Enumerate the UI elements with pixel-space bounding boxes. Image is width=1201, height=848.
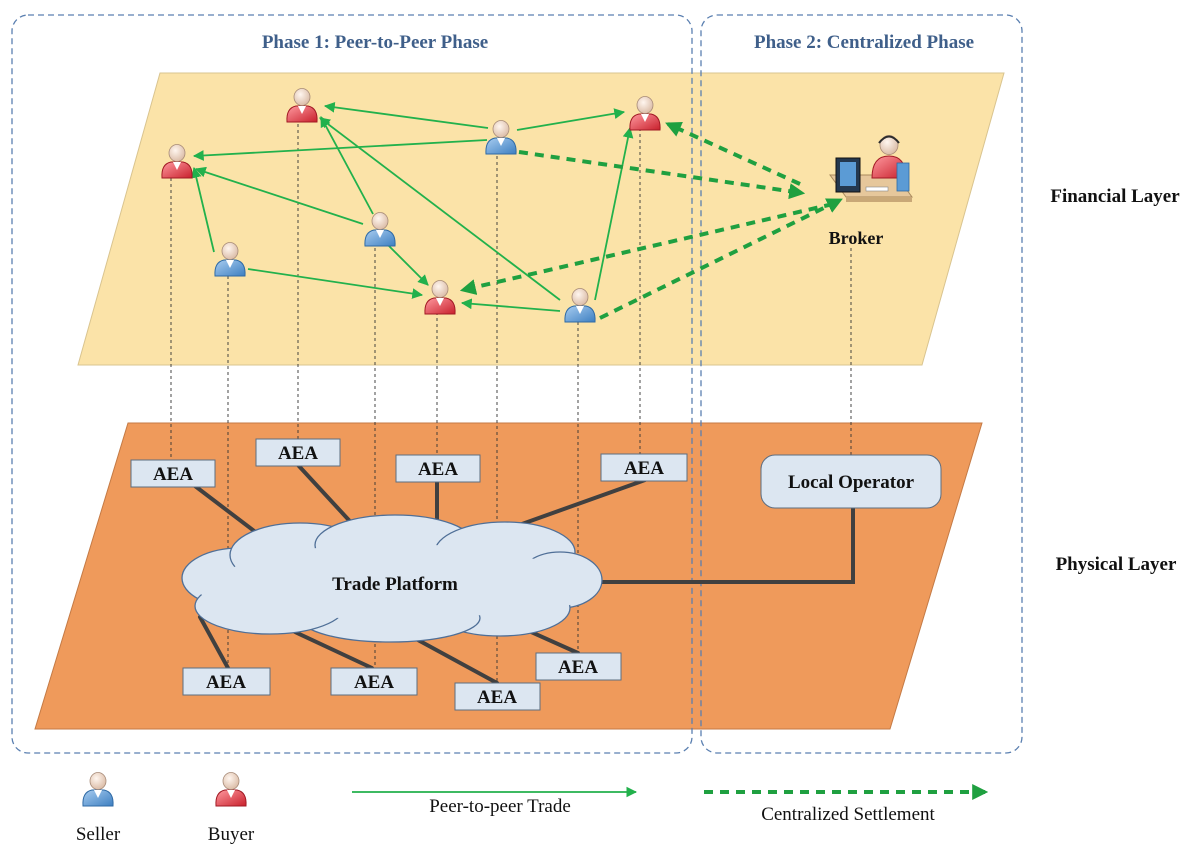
aea-label: AEA: [153, 464, 193, 485]
settlement-arrows: [459, 122, 843, 320]
phase2-boundary: [700, 14, 1023, 754]
link-line: [293, 630, 374, 670]
aea-box: AEA: [130, 459, 216, 488]
link-line: [193, 484, 264, 539]
legend: Seller Buyer Peer-to-peer Trade Centrali…: [76, 772, 989, 845]
trade-platform-cloud: Trade Platform: [181, 514, 603, 643]
aea-label: AEA: [477, 687, 517, 708]
p2p-arrow: [192, 139, 488, 161]
legend-seller-icon: [82, 772, 114, 807]
link-line: [198, 615, 230, 670]
p2p-arrow: [460, 298, 561, 312]
link-line: [416, 638, 499, 685]
broker-icon: [829, 135, 913, 202]
phase2-title: Phase 2: Centralized Phase: [754, 32, 974, 53]
aea-label: AEA: [418, 459, 458, 480]
p2p-arrow: [320, 116, 374, 215]
financial-layer-label: Financial Layer: [1050, 186, 1180, 207]
p2p-arrow: [387, 244, 429, 286]
p2p-arrow: [516, 108, 626, 131]
legend-buyer-label: Buyer: [208, 824, 255, 845]
aea-box: AEA: [600, 453, 688, 482]
legend-settlement-label: Centralized Settlement: [761, 804, 935, 825]
aea-label: AEA: [278, 443, 318, 464]
aea-box: AEA: [330, 667, 418, 696]
p2p-arrow: [594, 126, 634, 301]
legend-buyer-icon: [215, 772, 247, 807]
legend-seller-label: Seller: [76, 824, 121, 845]
physical-links: [193, 463, 855, 685]
p2p-arrow: [190, 166, 215, 253]
link-line: [596, 506, 855, 584]
physical-layer-label: Physical Layer: [1056, 554, 1177, 575]
trade-platform-label: Trade Platform: [332, 574, 458, 595]
aea-box: AEA: [395, 454, 481, 483]
settlement-arrow: [599, 198, 843, 320]
aea-box: AEA: [182, 667, 271, 696]
phase1-title: Phase 1: Peer-to-Peer Phase: [262, 32, 488, 53]
p2p-trade-arrows: [190, 101, 634, 312]
financial-layer-plane: [77, 72, 1005, 366]
legend-p2p-label: Peer-to-peer Trade: [429, 796, 571, 817]
broker-label: Broker: [829, 228, 884, 248]
settlement-arrow: [665, 122, 801, 186]
aea-label: AEA: [206, 672, 246, 693]
phase1-boundary: [11, 14, 693, 754]
link-line: [296, 463, 360, 532]
aea-box: AEA: [255, 438, 341, 467]
aea-label: AEA: [624, 458, 664, 479]
aea-label: AEA: [354, 672, 394, 693]
aea-box: AEA: [535, 652, 622, 681]
p2p-arrow: [247, 268, 424, 299]
local-operator-box: Local Operator: [760, 454, 942, 509]
link-line: [520, 478, 647, 526]
local-operator-label: Local Operator: [788, 472, 915, 493]
aea-label: AEA: [558, 657, 598, 678]
p2p-arrow: [319, 117, 561, 301]
p2p-arrow: [323, 101, 489, 129]
p2p-arrow: [194, 166, 364, 225]
aea-box: AEA: [454, 682, 541, 711]
